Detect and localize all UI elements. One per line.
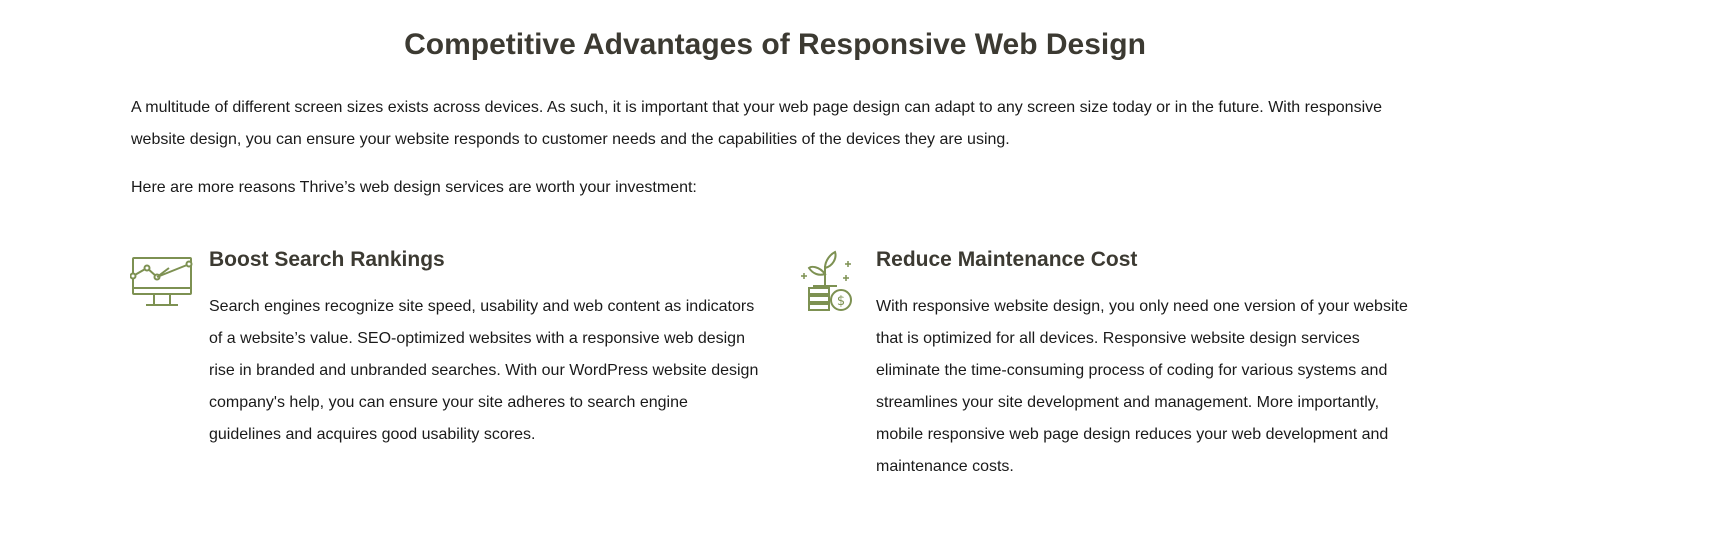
page-title: Competitive Advantages of Responsive Web… xyxy=(404,28,1146,61)
svg-text:$: $ xyxy=(837,294,845,309)
lead-paragraph: Here are more reasons Thrive’s web desig… xyxy=(131,179,697,196)
feature-body: Search engines recognize site speed, usa… xyxy=(209,298,759,443)
feature-title: Boost Search Rankings xyxy=(209,248,445,271)
intro-paragraph: A multitude of different screen sizes ex… xyxy=(131,99,1383,148)
feature-title: Reduce Maintenance Cost xyxy=(876,248,1138,271)
monitor-chart-icon xyxy=(130,257,193,306)
feature-body: With responsive website design, you only… xyxy=(876,298,1408,475)
plant-coins-icon: $ xyxy=(801,250,852,311)
